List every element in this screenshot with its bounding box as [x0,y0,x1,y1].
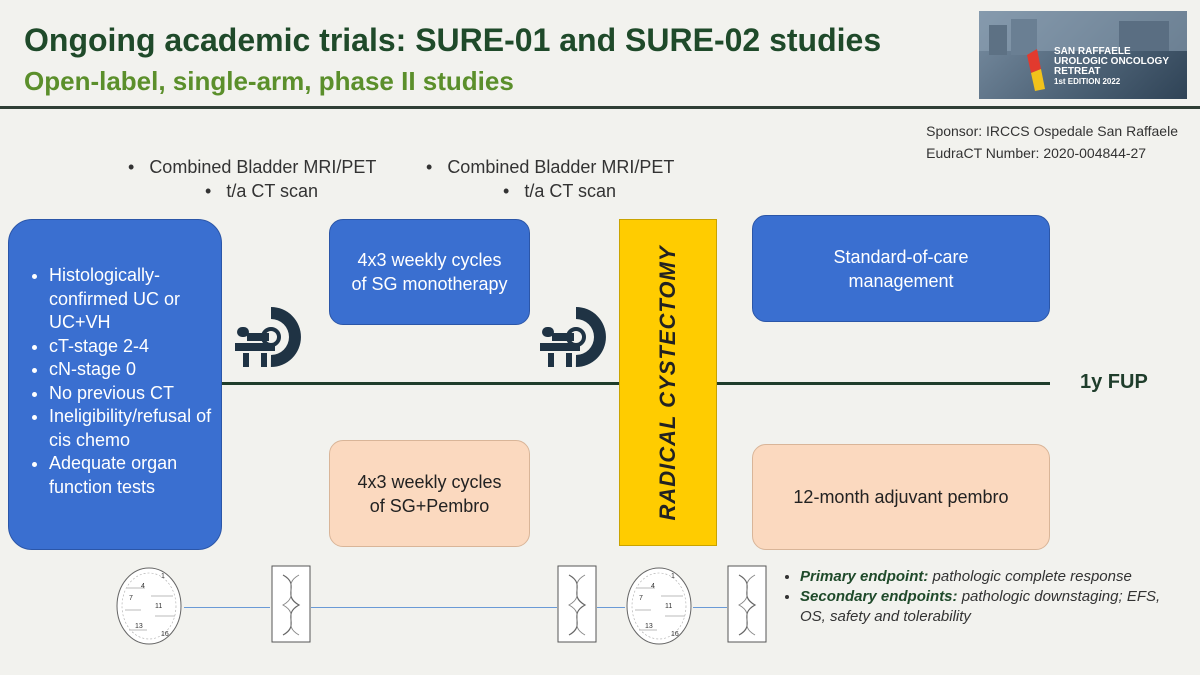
dna-card-icon [557,565,597,643]
radical-cystectomy-label: RADICAL CYSTECTOMY [655,244,680,521]
standard-of-care-label: Standard-of-care management [833,246,969,291]
logo-line-1: SAN RAFFAELE [1054,46,1131,57]
tissue-slide-icon: 1 4 7 11 13 16 [626,567,692,645]
workflow-arrow [693,607,727,608]
inclusion-item: Histologically-confirmed UC or UC+VH [49,264,213,335]
page-subtitle: Open-label, single-arm, phase II studies [24,66,514,96]
slide-number: 16 [161,631,169,638]
slide-number: 7 [639,595,643,602]
tissue-slide-icon: 1 4 7 11 13 16 [116,567,182,645]
sponsor-info: Sponsor: IRCCS Ospedale San Raffaele Eud… [926,120,1178,164]
followup-label: 1y FUP [1080,371,1148,393]
imaging-left-line-2: • t/a CT scan [205,181,319,201]
workflow-arrow [311,607,557,608]
inclusion-criteria-box: Histologically-confirmed UC or UC+VH cT-… [8,219,222,550]
dna-card-icon [727,565,767,643]
imaging-left-line-1: • Combined Bladder MRI/PET [128,157,377,177]
inclusion-item: No previous CT [49,382,213,406]
slide-number: 16 [671,631,679,638]
workflow-arrow [184,607,270,608]
endpoints-list: Primary endpoint: pathologic complete re… [778,567,1178,627]
eudract-line: EudraCT Number: 2020-004844-27 [926,145,1147,161]
retreat-logo: SAN RAFFAELE UROLOGIC ONCOLOGY RETREAT 1… [979,11,1187,99]
radical-cystectomy-bar: RADICAL CYSTECTOMY [619,219,717,546]
mri-scanner-icon [540,307,606,368]
logo-line-4: 1st EDITION 2022 [1054,77,1121,86]
logo-line-3: RETREAT [1054,66,1101,77]
slide-number: 13 [645,623,653,630]
logo-graphic [979,11,1187,91]
slide-number: 13 [135,623,143,630]
sponsor-line: Sponsor: IRCCS Ospedale San Raffaele [926,123,1178,139]
inclusion-item: cT-stage 2-4 [49,335,213,359]
primary-endpoint: Primary endpoint: pathologic complete re… [800,567,1178,587]
inclusion-list: Histologically-confirmed UC or UC+VH cT-… [29,264,213,499]
sg-pembro-label: 4x3 weekly cycles of SG+Pembro [357,471,502,516]
sg-monotherapy-label: 4x3 weekly cycles of SG monotherapy [351,250,508,294]
imaging-right-line-2: • t/a CT scan [503,181,617,201]
slide-number: 4 [141,583,145,590]
inclusion-item: Ineligibility/refusal of cis chemo [49,405,213,452]
slide-number: 4 [651,583,655,590]
header-divider [0,106,1200,109]
mri-scanner-icon [235,307,301,368]
slide-number: 7 [129,595,133,602]
slide-number: 11 [155,603,162,610]
adjuvant-pembro-label: 12-month adjuvant pembro [793,487,1009,507]
slide-number: 1 [161,573,165,580]
secondary-endpoint: Secondary endpoints: pathologic downstag… [800,587,1178,627]
inclusion-item: cN-stage 0 [49,358,213,382]
slide-number: 11 [665,603,672,610]
standard-of-care-box: Standard-of-care management [752,215,1050,322]
sg-pembro-box: 4x3 weekly cycles of SG+Pembro [329,440,530,547]
workflow-arrow [597,607,625,608]
logo-line-2: UROLOGIC ONCOLOGY [1054,56,1169,67]
page-title: Ongoing academic trials: SURE-01 and SUR… [24,22,882,58]
sg-monotherapy-box: 4x3 weekly cycles of SG monotherapy [329,219,530,325]
imaging-right-line-1: • Combined Bladder MRI/PET [426,157,675,177]
slide-number: 1 [671,573,675,580]
adjuvant-pembro-box: 12-month adjuvant pembro [752,444,1050,550]
inclusion-item: Adequate organ function tests [49,452,213,499]
dna-card-icon [271,565,311,643]
